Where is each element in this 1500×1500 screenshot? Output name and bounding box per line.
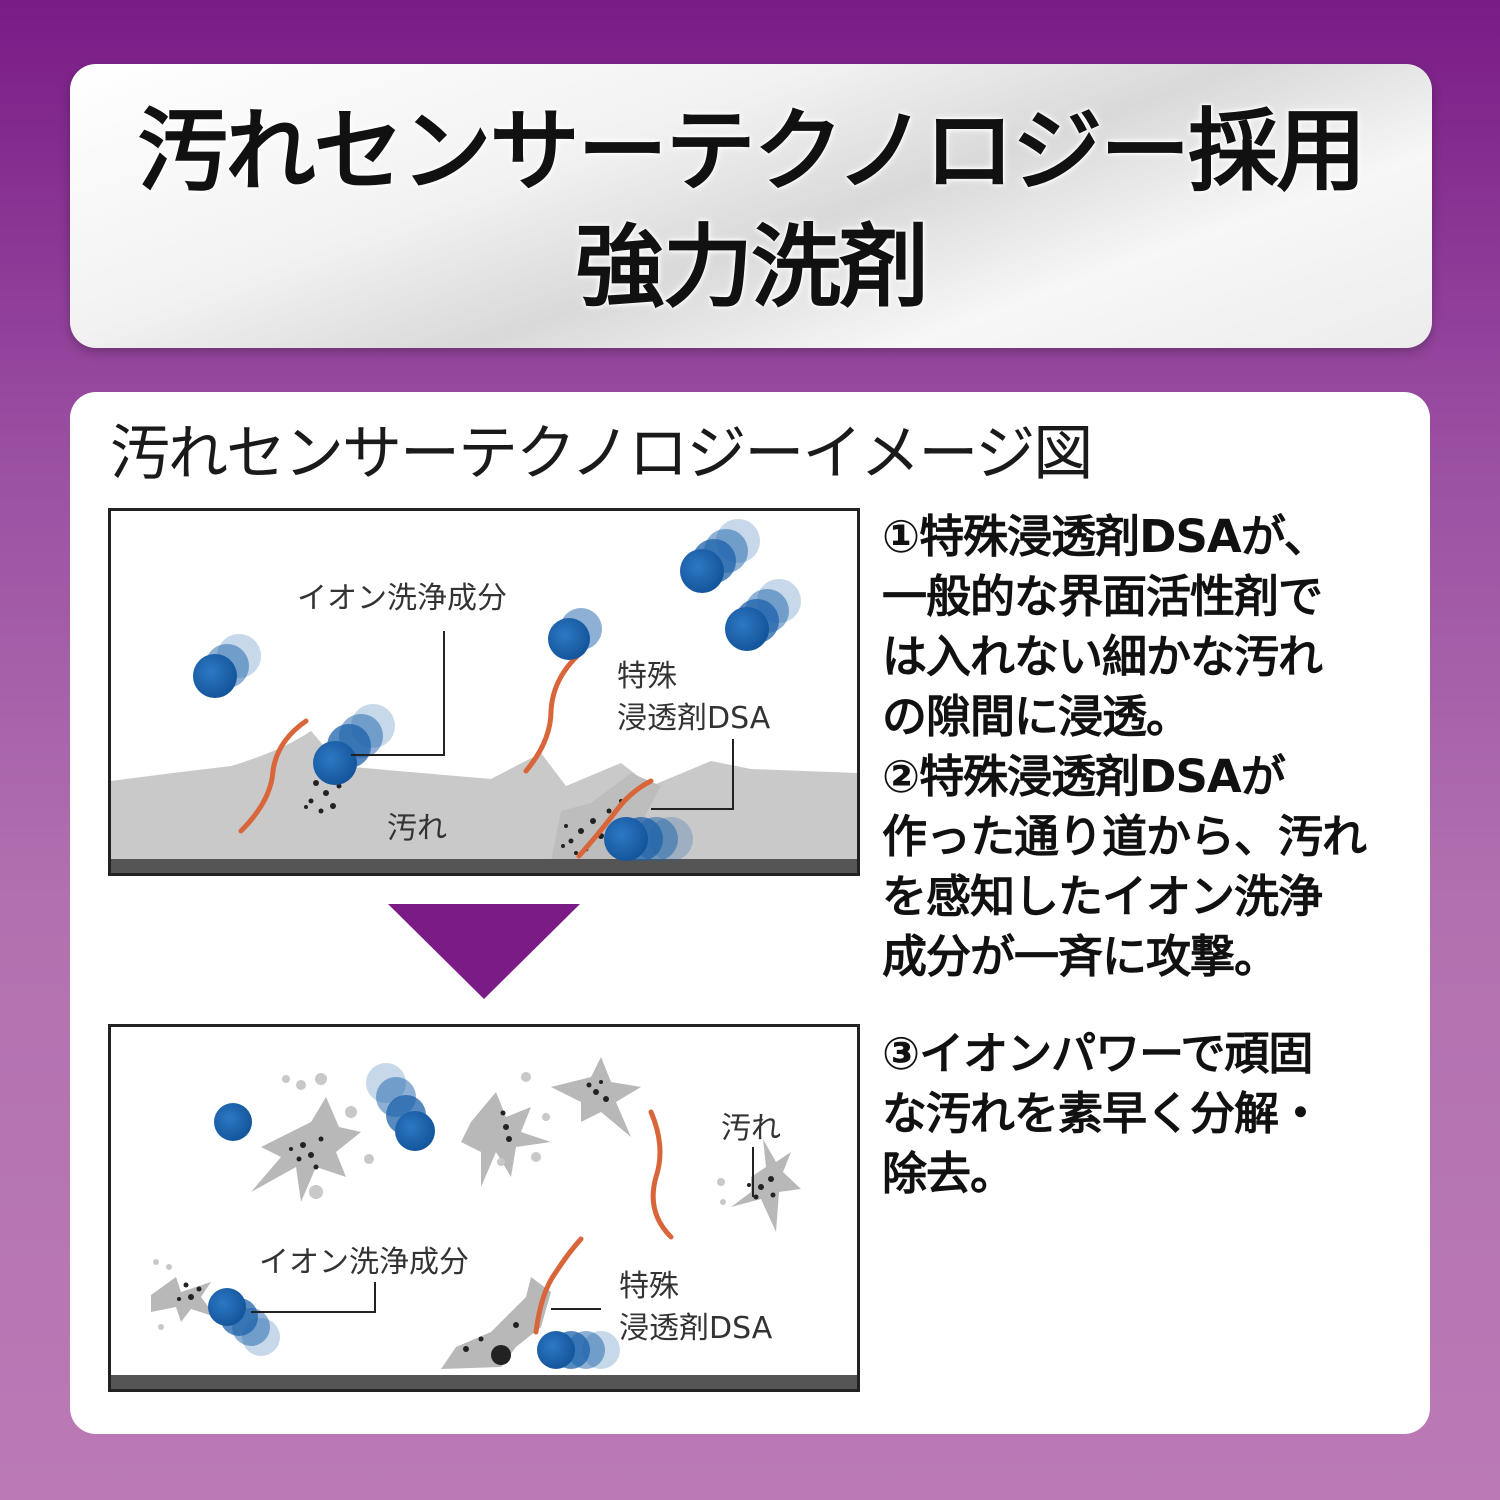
diagram-after-illustration — [111, 1057, 857, 1389]
label-dsa-line2: 浸透剤DSA — [617, 701, 771, 736]
diagram-before-illustration — [111, 519, 857, 873]
label-ion-component: イオン洗浄成分 — [259, 1245, 469, 1280]
description-line: の隙間に浸透。 — [882, 690, 1191, 743]
description-line: ③イオンパワーで頑固 — [882, 1027, 1313, 1080]
label-dsa-line1: 特殊 — [619, 1269, 679, 1304]
panel-subtitle: 汚れセンサーテクノロジーイメージ図 — [110, 419, 1093, 489]
diagram-after: イオン洗浄成分 特殊 浸透剤DSA 汚れ — [108, 1024, 860, 1392]
label-ion-component: イオン洗浄成分 — [297, 581, 507, 616]
title-banner: 汚れセンサーテクノロジー採用 強力洗剤 — [70, 64, 1432, 348]
label-dirt: 汚れ — [387, 811, 447, 846]
description-line: ②特殊浸透剤DSAが — [882, 750, 1286, 803]
label-dsa-line2: 浸透剤DSA — [619, 1311, 773, 1346]
title-line-2: 強力洗剤 — [575, 215, 929, 320]
description-line: 成分が一斉に攻撃。 — [882, 930, 1279, 983]
description-step-3: ③イオンパワーで頑固 な汚れを素早く分解・ 除去。 — [882, 1024, 1402, 1204]
description-line: 除去。 — [882, 1147, 1015, 1200]
title-line-1: 汚れセンサーテクノロジー採用 — [137, 99, 1367, 204]
description-line: ①特殊浸透剤DSAが、 — [882, 510, 1329, 563]
description-steps-1-2: ①特殊浸透剤DSAが、 一般的な界面活性剤で は入れない細かな汚れ の隙間に浸透… — [882, 507, 1402, 987]
description-line: な汚れを素早く分解・ — [882, 1087, 1323, 1140]
description-line: 一般的な界面活性剤で — [882, 570, 1323, 623]
description-line: を感知したイオン洗浄 — [882, 870, 1323, 923]
arrow-down-icon — [388, 904, 580, 999]
description-line: 作った通り道から、汚れ — [882, 810, 1367, 863]
description-line: は入れない細かな汚れ — [882, 630, 1323, 683]
label-dsa-line1: 特殊 — [617, 659, 677, 694]
diagram-before: イオン洗浄成分 特殊 浸透剤DSA 汚れ — [108, 508, 860, 876]
label-dirt: 汚れ — [721, 1111, 781, 1146]
content-panel: 汚れセンサーテクノロジーイメージ図 — [70, 392, 1430, 1434]
